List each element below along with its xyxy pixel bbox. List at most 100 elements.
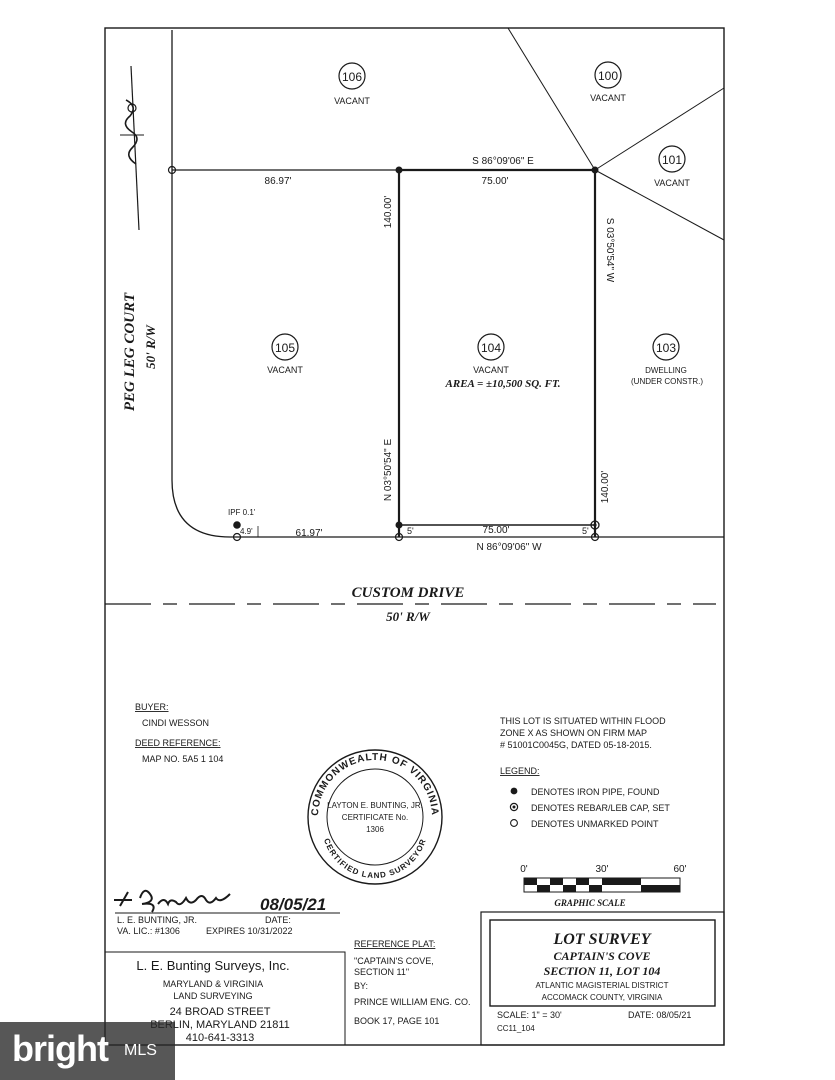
lot-100-line <box>507 27 596 171</box>
svg-text:CERTIFIED LAND SURVEYOR: CERTIFIED LAND SURVEYOR <box>322 837 428 880</box>
svg-text:PRINCE WILLIAM ENG. CO.: PRINCE WILLIAM ENG. CO. <box>354 997 471 1007</box>
svg-text:08/05/21: 08/05/21 <box>260 895 326 914</box>
road-custom-drive: CUSTOM DRIVE <box>352 585 465 601</box>
svg-text:BERLIN, MARYLAND 21811: BERLIN, MARYLAND 21811 <box>150 1019 290 1031</box>
svg-text:100: 100 <box>598 69 618 83</box>
reference-plat: REFERENCE PLAT: "CAPTAIN'S COVE, SECTION… <box>354 939 471 1026</box>
buyer-block: BUYER: CINDI WESSON DEED REFERENCE: MAP … <box>135 702 223 764</box>
point-unmarked <box>232 532 242 542</box>
lot-101-north-line <box>594 87 725 171</box>
road-peg-leg-court: PEG LEG COURT <box>122 292 138 411</box>
brightmls-brand: bright <box>12 1028 109 1069</box>
svg-text:ATLANTIC MAGISTERIAL DISTRICT: ATLANTIC MAGISTERIAL DISTRICT <box>536 981 669 990</box>
svg-text:VACANT: VACANT <box>267 365 303 375</box>
lot-104: 104 VACANT AREA = ±10,500 SQ. FT. <box>445 333 560 390</box>
point-unmarked <box>394 532 404 542</box>
svg-text:106: 106 <box>342 70 362 84</box>
graphic-scale: 0' 30' 60' GRAPHIC SCALE <box>520 864 686 908</box>
svg-text:CC11_104: CC11_104 <box>497 1024 535 1033</box>
svg-text:SECTION 11": SECTION 11" <box>354 967 409 977</box>
svg-text:1306: 1306 <box>366 825 384 834</box>
svg-text:LAYTON E. BUNTING, JR.: LAYTON E. BUNTING, JR. <box>327 801 423 810</box>
svg-text:"CAPTAIN'S COVE,: "CAPTAIN'S COVE, <box>354 956 434 966</box>
ipf-label: IPF 0.1' <box>228 508 256 517</box>
lot-105: 105 VACANT <box>267 333 303 375</box>
surveyor-credentials: L. E. BUNTING, JR. DATE: VA. LIC.: #1306… <box>117 915 293 936</box>
svg-text:DENOTES REBAR/LEB CAP, SET: DENOTES REBAR/LEB CAP, SET <box>531 803 670 813</box>
svg-text:MAP NO. 5A5 1 104: MAP NO. 5A5 1 104 <box>142 754 223 764</box>
surveyor-seal: COMMONWEALTH OF VIRGINIA CERTIFIED LAND … <box>307 749 443 885</box>
svg-text:VACANT: VACANT <box>590 93 626 103</box>
point-unmarked <box>167 165 177 175</box>
svg-text:410-641-3313: 410-641-3313 <box>186 1032 255 1044</box>
svg-text:SECTION 11, LOT 104: SECTION 11, LOT 104 <box>544 964 661 978</box>
svg-text:101: 101 <box>662 153 682 167</box>
lot-101-south-line <box>594 169 725 241</box>
bearing-east: S 03°50'54" W <box>604 218 615 283</box>
svg-text:ACCOMACK COUNTY, VIRGINIA: ACCOMACK COUNTY, VIRGINIA <box>542 993 663 1002</box>
distance-south-left: 61.97' <box>296 528 323 539</box>
rebar-symbol-icon <box>509 802 519 812</box>
svg-text:SCALE: 1" = 30': SCALE: 1" = 30' <box>497 1010 562 1020</box>
svg-text:MARYLAND & VIRGINIA: MARYLAND & VIRGINIA <box>163 979 263 989</box>
point-rebar-set <box>590 520 600 530</box>
unmarked-point-symbol-icon <box>510 819 518 827</box>
peg-leg-road-edge <box>171 30 231 538</box>
bearing-north: S 86°09'06" E <box>472 156 534 167</box>
svg-text:THIS LOT IS SITUATED WITHIN FL: THIS LOT IS SITUATED WITHIN FLOOD <box>500 716 666 726</box>
point-iron-pipe <box>395 166 403 174</box>
surveyor-signature: 08/05/21 <box>114 889 340 914</box>
svg-text:105: 105 <box>275 341 295 355</box>
svg-text:60': 60' <box>673 864 686 875</box>
bearing-south: N 86°09'06" W <box>476 542 542 553</box>
svg-text:LAND SURVEYING: LAND SURVEYING <box>173 991 252 1001</box>
svg-text:103: 103 <box>656 341 676 355</box>
svg-text:24 BROAD STREET: 24 BROAD STREET <box>170 1006 271 1018</box>
svg-text:0': 0' <box>520 864 528 875</box>
svg-text:BY:: BY: <box>354 981 368 991</box>
north-arrow-icon <box>120 65 144 231</box>
svg-text:VACANT: VACANT <box>654 178 690 188</box>
company-block: L. E. Bunting Surveys, Inc. MARYLAND & V… <box>104 951 346 1046</box>
ipf-offset: 4.9' <box>240 527 253 536</box>
distance-north-lot: 75.00' <box>482 176 509 187</box>
svg-text:DATE:: DATE: <box>265 915 291 925</box>
road-peg-leg-rw: 50' R/W <box>143 324 158 369</box>
svg-text:GRAPHIC SCALE: GRAPHIC SCALE <box>554 898 625 908</box>
svg-text:CAPTAIN'S COVE: CAPTAIN'S COVE <box>553 949 650 963</box>
svg-text:104: 104 <box>481 341 501 355</box>
svg-text:REFERENCE PLAT:: REFERENCE PLAT: <box>354 939 435 949</box>
svg-text:BUYER:: BUYER: <box>135 702 169 712</box>
svg-text:DEED REFERENCE:: DEED REFERENCE: <box>135 738 221 748</box>
svg-text:(UNDER CONSTR.): (UNDER CONSTR.) <box>631 377 703 386</box>
svg-text:L. E. BUNTING, JR.: L. E. BUNTING, JR. <box>117 915 197 925</box>
svg-text:30': 30' <box>595 864 608 875</box>
legend: LEGEND: DENOTES IRON PIPE, FOUND DENOTES… <box>500 766 670 829</box>
svg-text:LOT SURVEY: LOT SURVEY <box>552 931 651 948</box>
title-block: LOT SURVEY CAPTAIN'S COVE SECTION 11, LO… <box>480 911 725 1046</box>
svg-text:VA. LIC.: #1306: VA. LIC.: #1306 <box>117 926 180 936</box>
bearing-west: N 03°50'54" E <box>383 439 394 502</box>
svg-text:ZONE X AS SHOWN ON FIRM MAP: ZONE X AS SHOWN ON FIRM MAP <box>500 728 647 738</box>
svg-text:LEGEND:: LEGEND: <box>500 766 540 776</box>
svg-text:BOOK 17, PAGE 101: BOOK 17, PAGE 101 <box>354 1016 439 1026</box>
svg-text:DWELLING: DWELLING <box>645 366 687 375</box>
distance-east: 140.00' <box>600 471 611 504</box>
svg-text:# 51001C0045G, DATED 05-18-201: # 51001C0045G, DATED 05-18-2015. <box>500 740 652 750</box>
svg-text:CERTIFICATE No.: CERTIFICATE No. <box>342 813 408 822</box>
svg-text:DENOTES IRON PIPE, FOUND: DENOTES IRON PIPE, FOUND <box>531 787 660 797</box>
lot-101: 101 VACANT <box>654 145 690 188</box>
distance-north-left: 86.97' <box>265 176 292 187</box>
iron-pipe-symbol-icon <box>510 787 518 795</box>
road-custom-drive-rw: 50' R/W <box>386 609 431 624</box>
lot-103: 103 DWELLING (UNDER CONSTR.) <box>631 333 703 386</box>
offset-right: 5' <box>582 526 589 536</box>
lot-106: 106 VACANT <box>334 62 370 106</box>
lot-100: 100 VACANT <box>590 61 626 103</box>
brightmls-suffix: MLS <box>124 1042 157 1059</box>
svg-text:VACANT: VACANT <box>473 365 509 375</box>
svg-text:CINDI WESSON: CINDI WESSON <box>142 718 209 728</box>
brightmls-watermark: bright MLS <box>0 1022 175 1080</box>
point-iron-pipe <box>591 166 599 174</box>
